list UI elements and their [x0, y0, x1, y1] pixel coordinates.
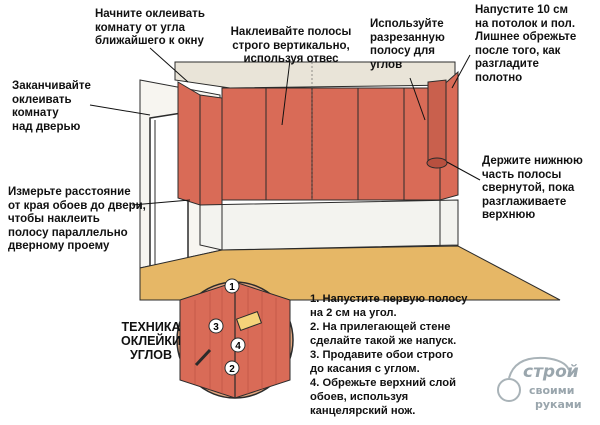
- corner-technique-title: ТЕХНИКА ОКЛЕЙКИ УГЛОВ: [120, 320, 182, 362]
- label-cut-strip: Используйте разрезанную полосу для углов: [370, 18, 445, 71]
- label-measure-door: Измерьте расстояние от края обоев до две…: [8, 186, 146, 252]
- step-item: 3. Продавите обои строго до касания с уг…: [310, 349, 454, 375]
- logo: строй своими руками: [495, 350, 595, 420]
- marker-2: 2: [229, 364, 235, 375]
- logo-line-1: строй: [523, 362, 579, 382]
- knife-icon: [194, 348, 212, 367]
- label-rolled-bottom: Держите нижнюю часть полосы свернутой, п…: [482, 155, 583, 221]
- label-finish-door: Заканчивайте оклеивать комнату над дверь…: [12, 80, 91, 133]
- label-overlap: Напустите 10 см на потолок и пол. Лишнее…: [475, 4, 577, 84]
- step-item: 4. Обрежьте верхний слой обоев, использу…: [310, 377, 456, 417]
- lower-wall: [199, 199, 459, 251]
- ceiling: [174, 61, 456, 89]
- label-start-corner: Начните оклеивать комнату от угла ближай…: [95, 8, 205, 47]
- logo-line-2: своими: [529, 384, 575, 397]
- rolled-strip: [426, 157, 448, 169]
- left-wall-strip: [199, 94, 223, 206]
- step-item: 1. Напустите первую полосу на 2 см на уг…: [310, 293, 468, 319]
- back-wall-wallpaper: [221, 87, 441, 201]
- logo-line-3: руками: [535, 398, 582, 411]
- logo-mark: [497, 356, 570, 402]
- marker-1: 1: [229, 282, 235, 293]
- hanging-strip: [427, 79, 447, 163]
- steps-list: 1. Напустите первую полосу на 2 см на уг…: [310, 292, 468, 418]
- brush-icon: [235, 310, 263, 332]
- marker-4: 4: [235, 341, 241, 352]
- left-wall-strip: [177, 81, 201, 206]
- step-item: 2. На прилегающей стене сделайте такой ж…: [310, 321, 457, 347]
- corner-markers: 1 2 3 4: [208, 278, 246, 376]
- leader-lines: [89, 47, 481, 206]
- marker-3: 3: [213, 322, 219, 333]
- label-vertical-strips: Наклеивайте полосы строго вертикально, и…: [230, 26, 352, 65]
